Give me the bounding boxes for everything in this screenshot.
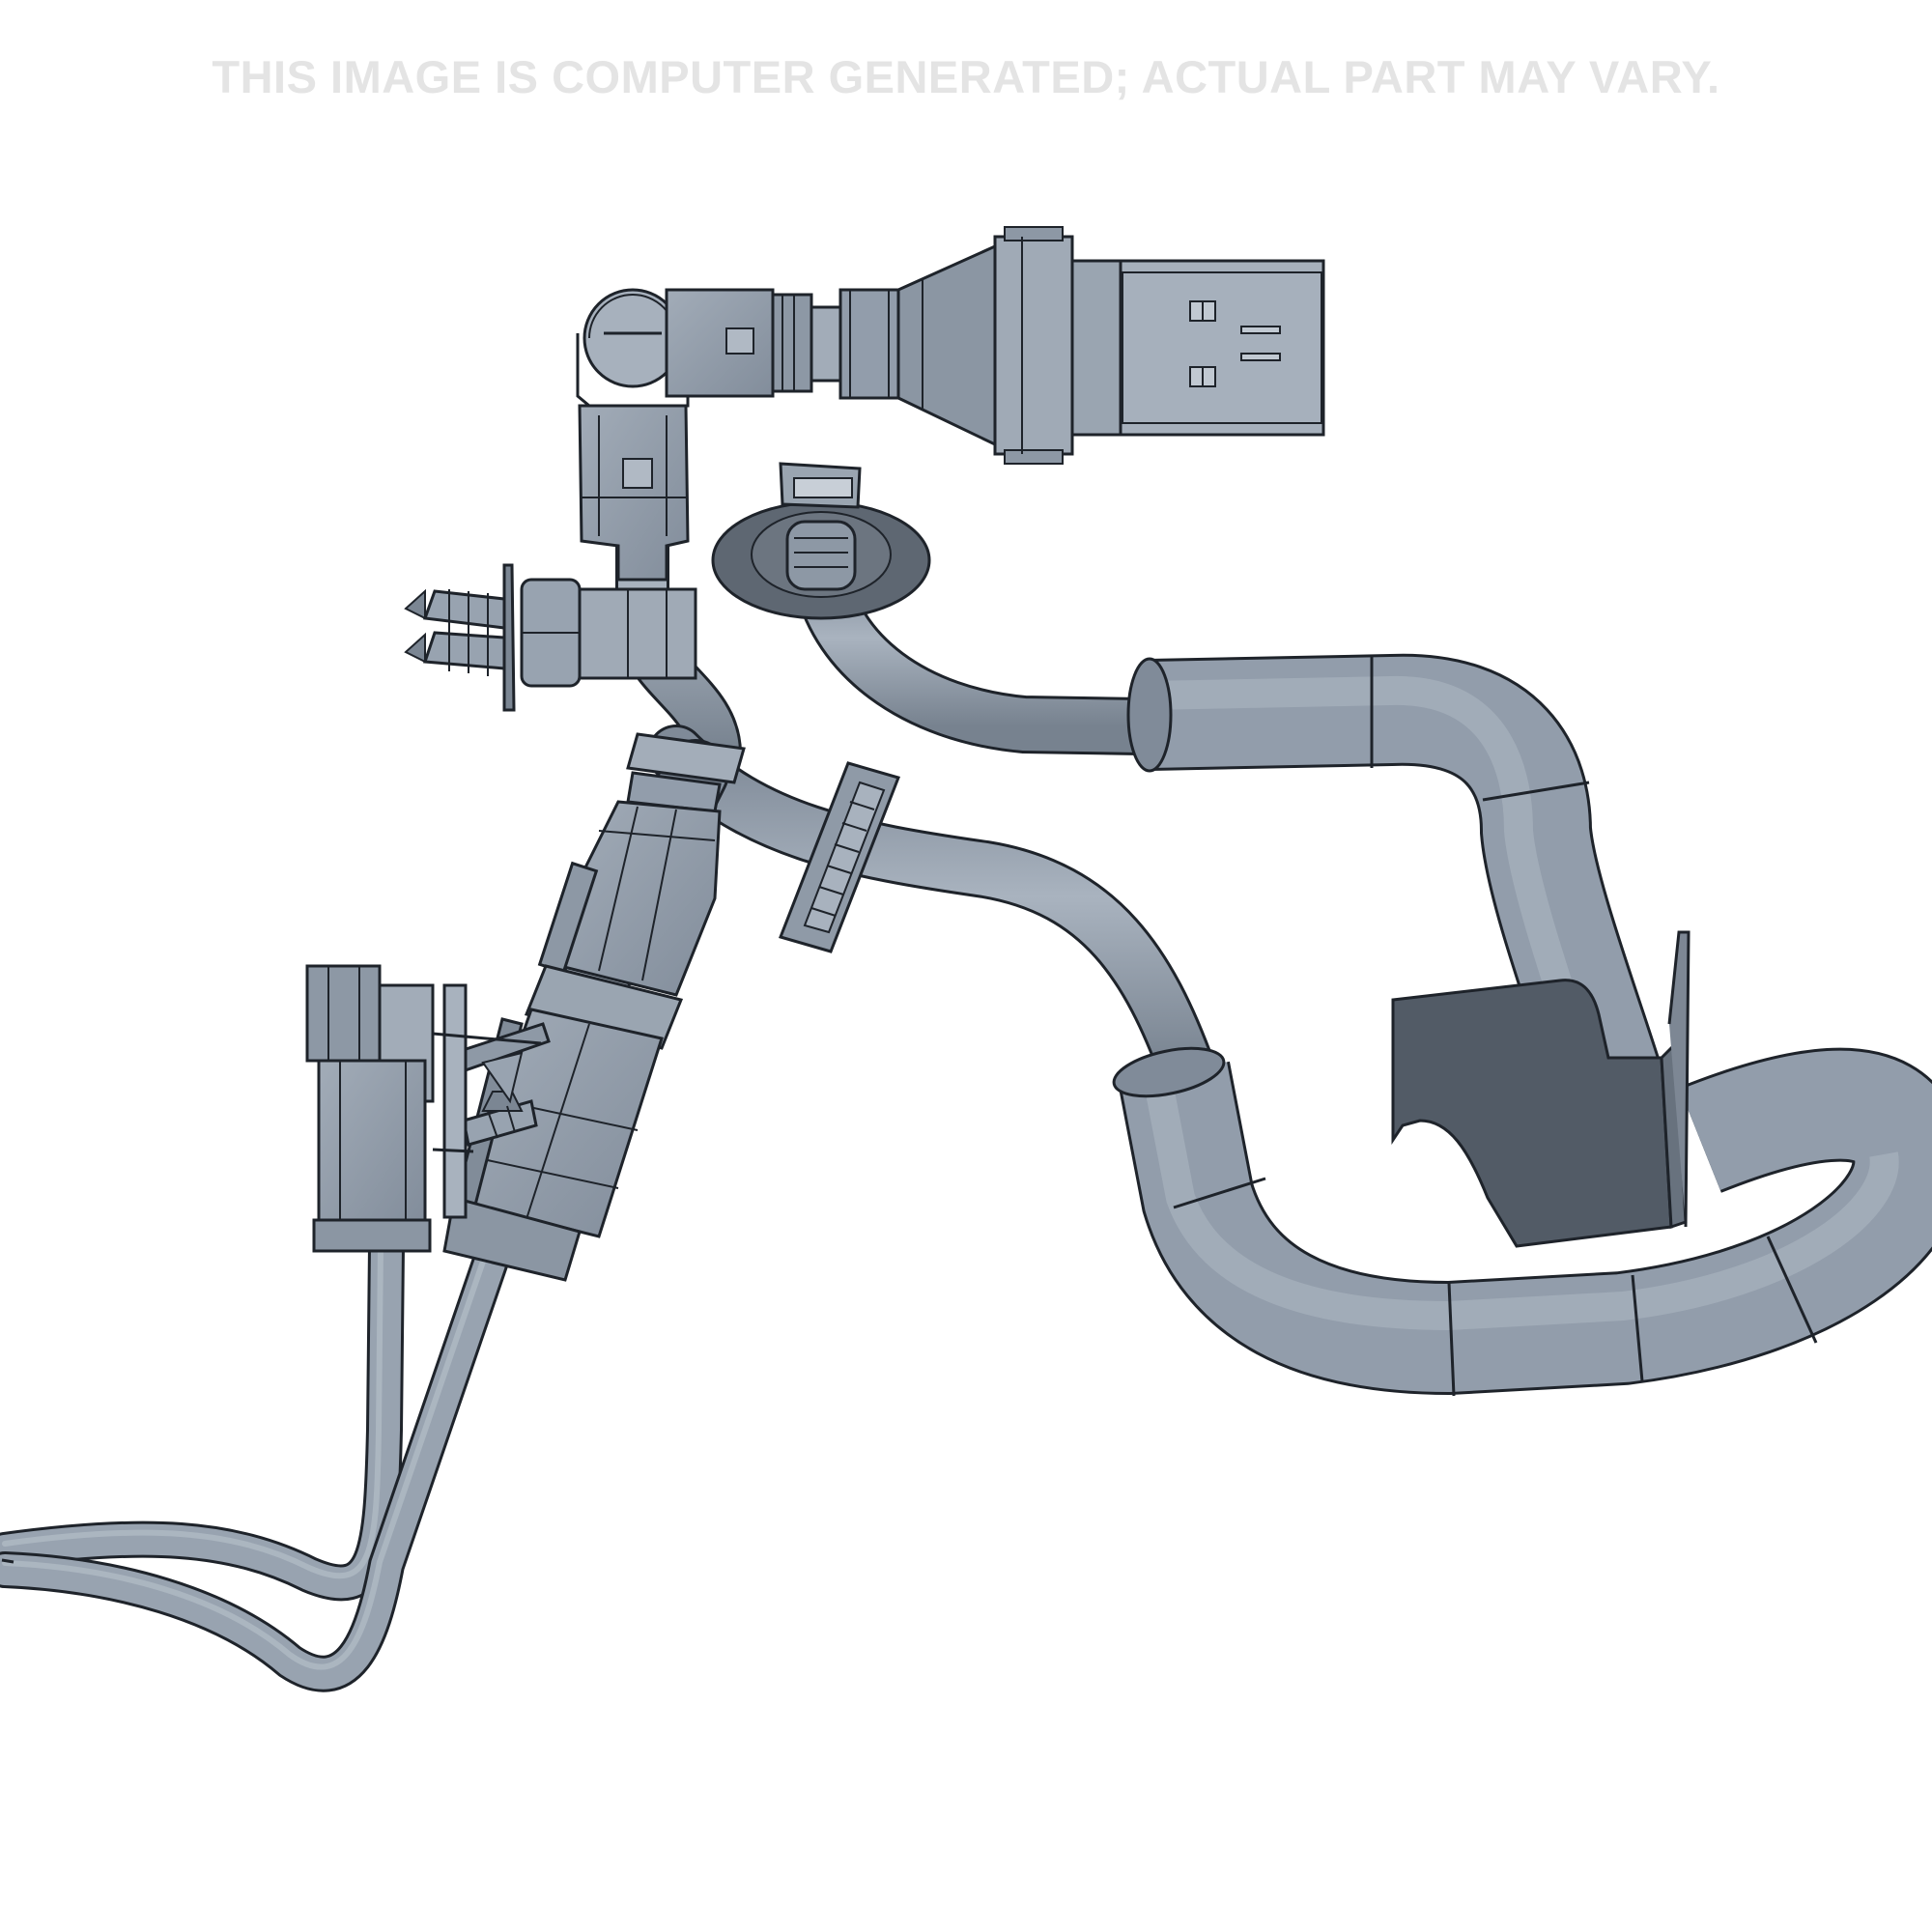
rectangular-connector — [896, 226, 1325, 465]
elbow-connector — [576, 288, 900, 582]
round-grommet — [711, 462, 931, 620]
disclaimer-watermark: THIS IMAGE IS COMPUTER GENERATED; ACTUAL… — [212, 51, 1720, 102]
mounting-bracket — [1391, 930, 1690, 1248]
small-connector — [305, 964, 542, 1253]
lead-wires — [0, 1208, 521, 1692]
inline-connector — [442, 732, 746, 1282]
cable-tie — [779, 761, 900, 953]
fir-tree-clip — [404, 563, 697, 712]
